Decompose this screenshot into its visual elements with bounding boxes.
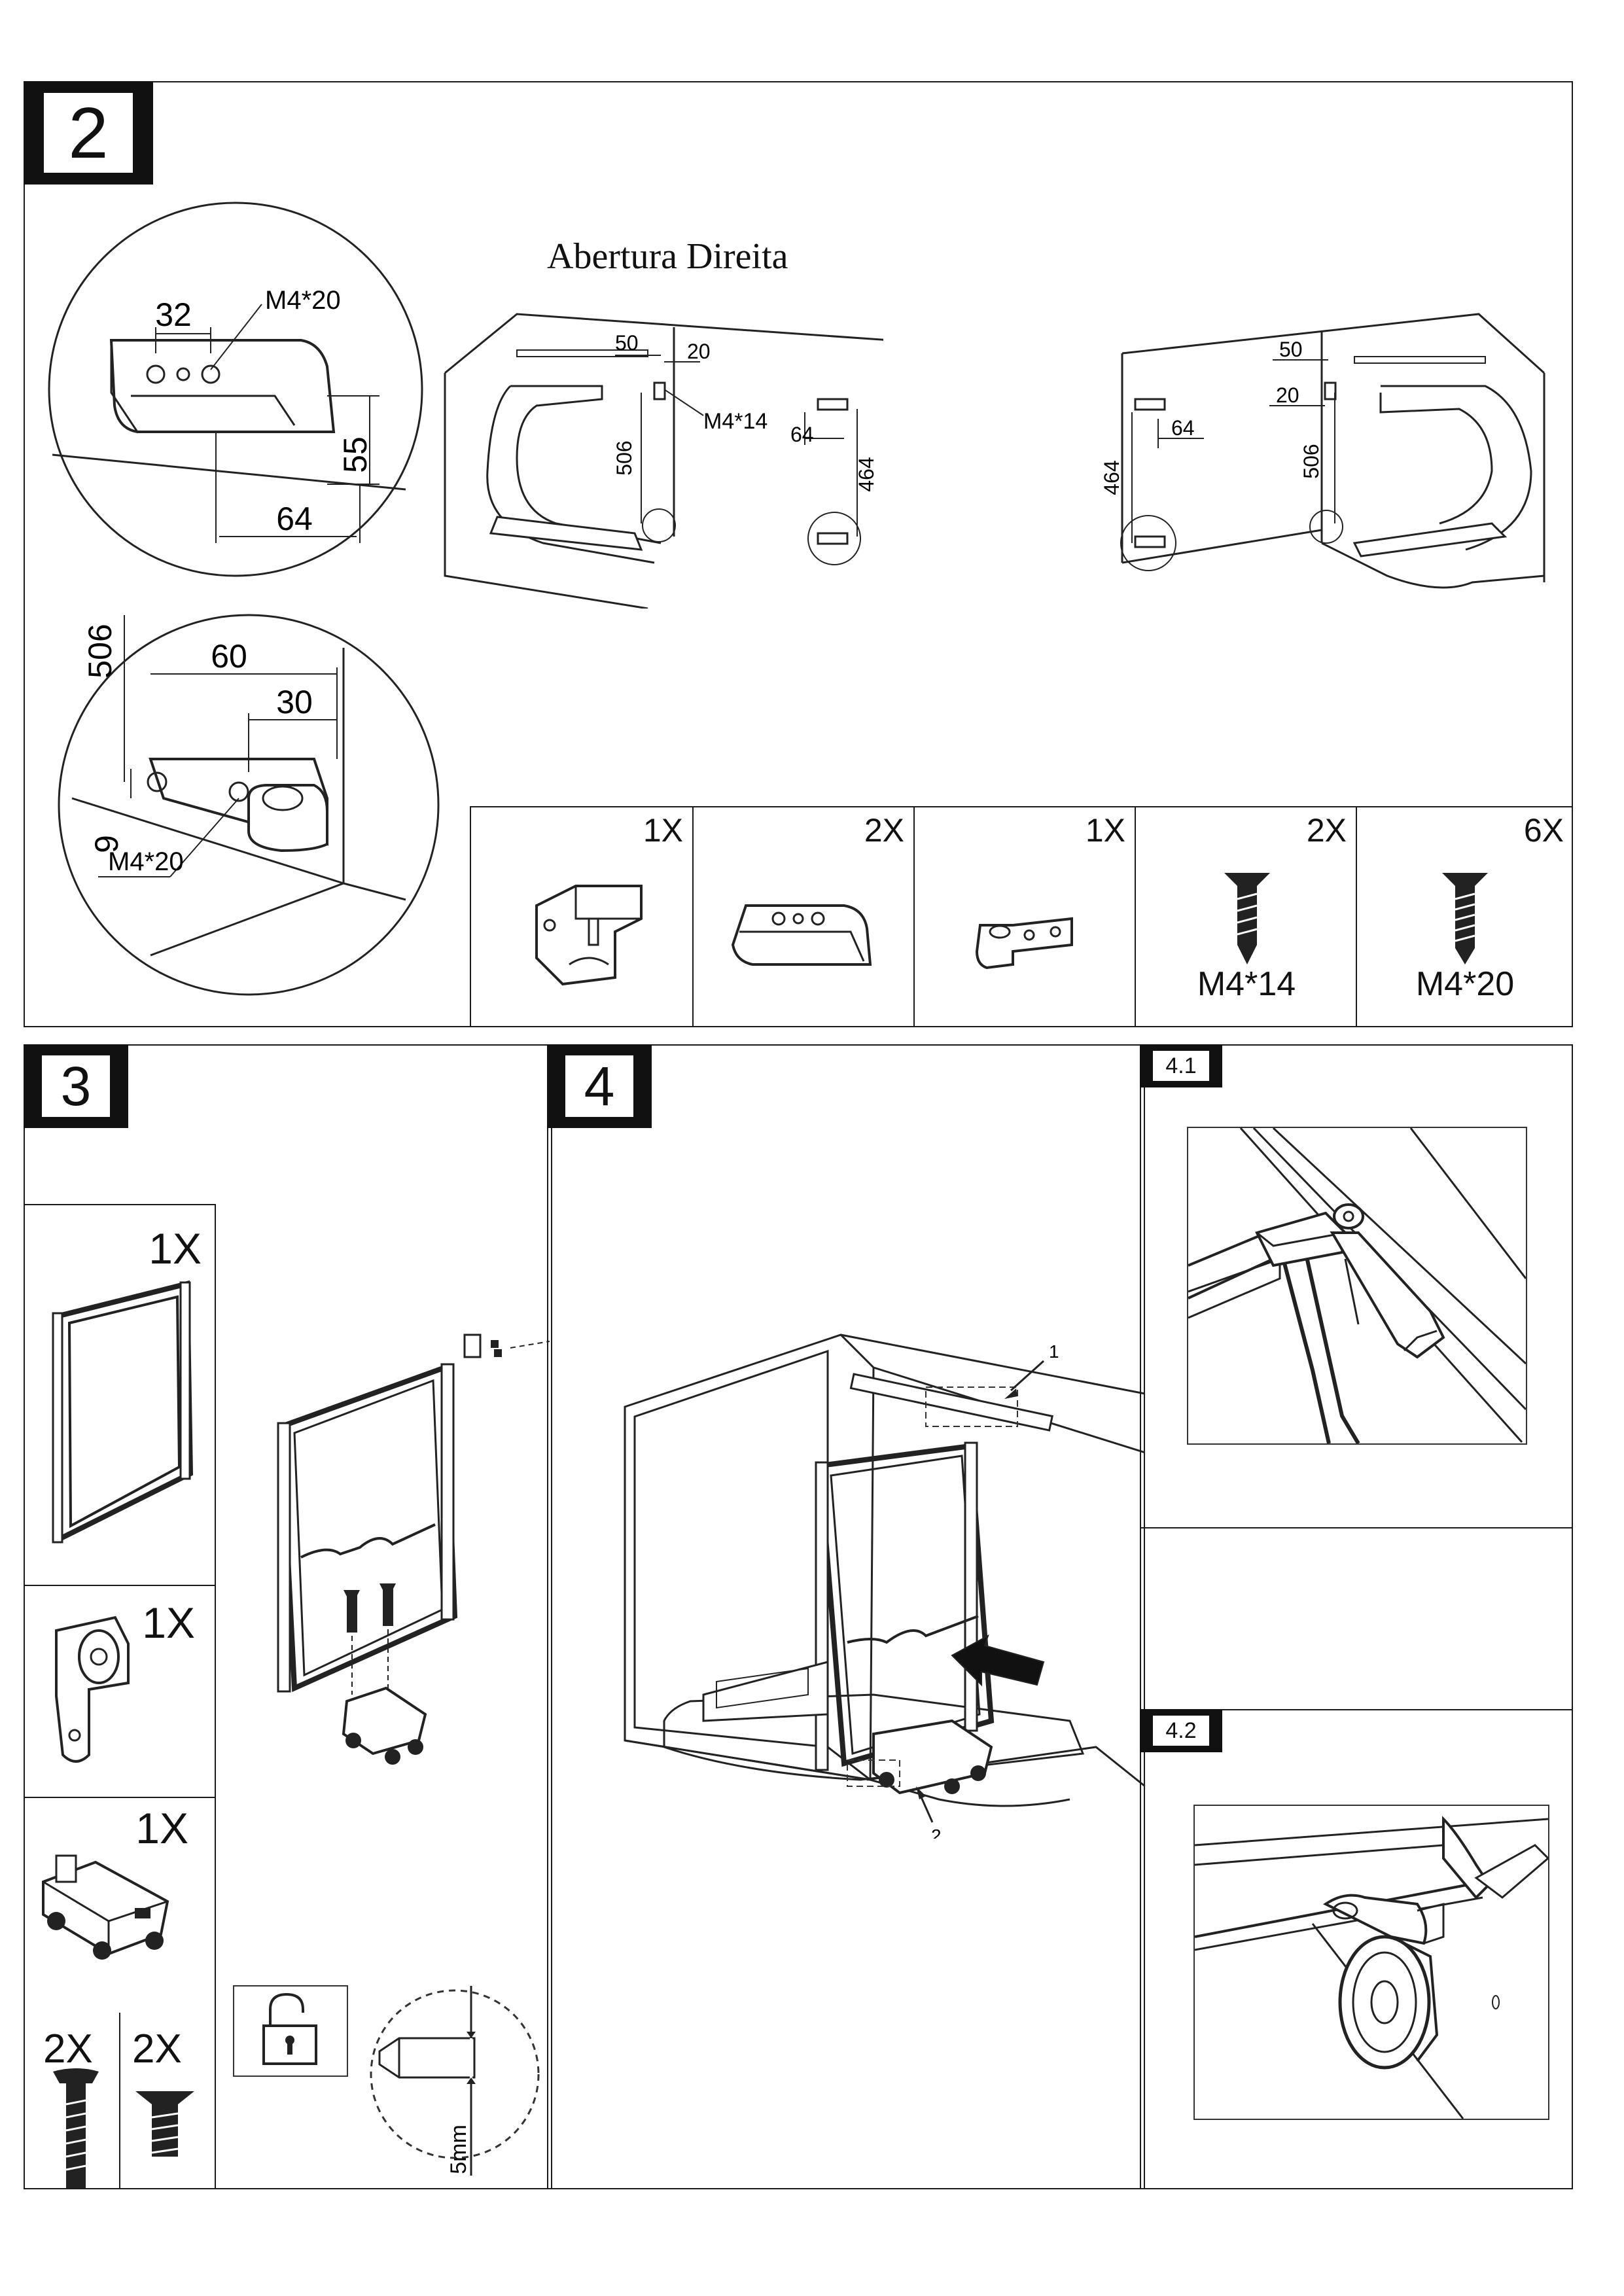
cab-left-dim-464: 464: [855, 457, 878, 491]
step-3-part-1-qty: 1X: [149, 1224, 202, 1273]
step-2-number: 2: [44, 93, 133, 173]
part-1-qty: 1X: [643, 812, 683, 849]
detail-circle-bottom: 506 60 30 9 M4*20: [58, 614, 440, 996]
cabinet-left-view: 50 20 M4*14 64 506 464: [444, 313, 883, 609]
step-3-part-3-qty: 1X: [135, 1804, 188, 1852]
dim-32: 32: [155, 296, 192, 333]
screw-label-bottom: M4*20: [108, 847, 184, 876]
dim-9: 9: [88, 835, 125, 853]
step-4-2-panel: [1140, 1709, 1573, 2189]
wood-bracket-icon: [731, 904, 872, 966]
screw-label-top: M4*20: [265, 286, 341, 315]
part-cell-5: 6X M4*20: [1357, 807, 1573, 1027]
step-4-1-number: 4.1: [1153, 1051, 1209, 1081]
cab-left-screw-label: M4*14: [703, 409, 768, 434]
screw-m4x14-icon: [1224, 873, 1270, 964]
step-2-panel: [24, 81, 1573, 1027]
unlock-icon: [262, 1992, 317, 2065]
part-5-qty: 6X: [1523, 812, 1564, 849]
cab-right-dim-506: 506: [1299, 444, 1323, 478]
screw-cell-left: 2X: [24, 2013, 120, 2189]
hinge-plate-icon: [975, 917, 1073, 970]
detail-circle-top: 32 M4*20 55 64: [48, 202, 423, 577]
right-column-divider: [1140, 1528, 1573, 1712]
step-4-2-badge: 4.2: [1140, 1709, 1222, 1752]
part-cell-1: 1X: [471, 807, 694, 1027]
screw-m4x20-icon: [1442, 873, 1488, 964]
step-3-part-4-qty: 2X: [43, 2026, 93, 2072]
caster-bracket-icon: [55, 1616, 130, 1763]
part-5-label: M4*20: [1415, 965, 1515, 1003]
dim-64: 64: [276, 501, 313, 537]
lock-symbol-box: [233, 1985, 348, 2077]
part-cell-2: 2X: [694, 807, 915, 1027]
step-3-assembly-drawing: [277, 1333, 550, 1765]
step-4-2-detail-box: [1193, 1805, 1549, 2120]
cab-left-dim-20: 20: [687, 340, 711, 363]
step-4-badge: 4: [547, 1044, 652, 1128]
drill-depth-detail: 5mm: [370, 1986, 540, 2176]
step-4-2-detail-drawing: [1195, 1816, 1548, 2119]
cab-right-dim-50: 50: [1279, 338, 1303, 361]
step-4-panel: [547, 1044, 1145, 2189]
bracket-icon: [535, 885, 643, 986]
cab-left-dim-64: 64: [790, 423, 814, 446]
cab-left-dim-50: 50: [615, 331, 639, 355]
drill-depth-label: 5mm: [446, 2125, 471, 2174]
step-3-part-frame: 1X: [24, 1205, 215, 1586]
step-3-number: 3: [42, 1055, 110, 1117]
step-4-1-panel: [1140, 1044, 1573, 1528]
part-cell-3: 1X: [915, 807, 1136, 1027]
dim-30: 30: [276, 684, 313, 720]
cab-left-dim-506: 506: [612, 440, 636, 475]
step-3-badge: 3: [24, 1044, 128, 1128]
long-bolt-icon: [53, 2068, 99, 2188]
dim-506-detail: 506: [82, 624, 118, 678]
step-4-1-detail-box: [1187, 1127, 1527, 1445]
cabinet-right-view: 50 20 64 506 464: [1100, 313, 1545, 589]
callout-2: 2: [931, 1826, 942, 1839]
step-4-cabinet-install: 1 2: [624, 1333, 1145, 1839]
cab-right-dim-20: 20: [1276, 383, 1299, 407]
short-screw-icon: [135, 2091, 194, 2157]
rolling-base-icon: [42, 1854, 169, 1960]
screw-cell-right: 2X: [119, 2013, 215, 2189]
part-4-label: M4*14: [1197, 965, 1296, 1003]
part-3-qty: 1X: [1085, 812, 1125, 849]
dim-60: 60: [211, 638, 247, 675]
step-3-panel: [24, 1044, 552, 2189]
step-2-title: Abertura Direita: [547, 236, 788, 277]
step-3-part-5-qty: 2X: [132, 2026, 182, 2072]
step-2-parts-table: 1X 2X 1X 2X: [470, 806, 1573, 1027]
step-3-part-screws: 2X 2X: [24, 2013, 215, 2191]
step-4-1-badge: 4.1: [1140, 1044, 1222, 1087]
cab-right-dim-464: 464: [1100, 460, 1123, 495]
door-frame-icon: [52, 1280, 194, 1544]
step-3-parts-column: 1X 1X 1X 2X: [24, 1204, 216, 2189]
part-2-qty: 2X: [864, 812, 904, 849]
step-4-number: 4: [565, 1055, 633, 1117]
dim-55: 55: [337, 436, 374, 473]
part-cell-4: 2X M4*14: [1136, 807, 1357, 1027]
step-4-1-detail-drawing: [1188, 1128, 1526, 1443]
step-4-2-number: 4.2: [1153, 1716, 1209, 1746]
step-2-badge: 2: [24, 81, 153, 185]
step-3-part-base: 1X: [24, 1797, 215, 2013]
part-4-qty: 2X: [1306, 812, 1347, 849]
step-3-part-2-qty: 1X: [142, 1598, 195, 1647]
cab-right-dim-64: 64: [1171, 416, 1195, 440]
step-3-part-hinge: 1X: [24, 1585, 215, 1798]
callout-1: 1: [1049, 1341, 1059, 1362]
